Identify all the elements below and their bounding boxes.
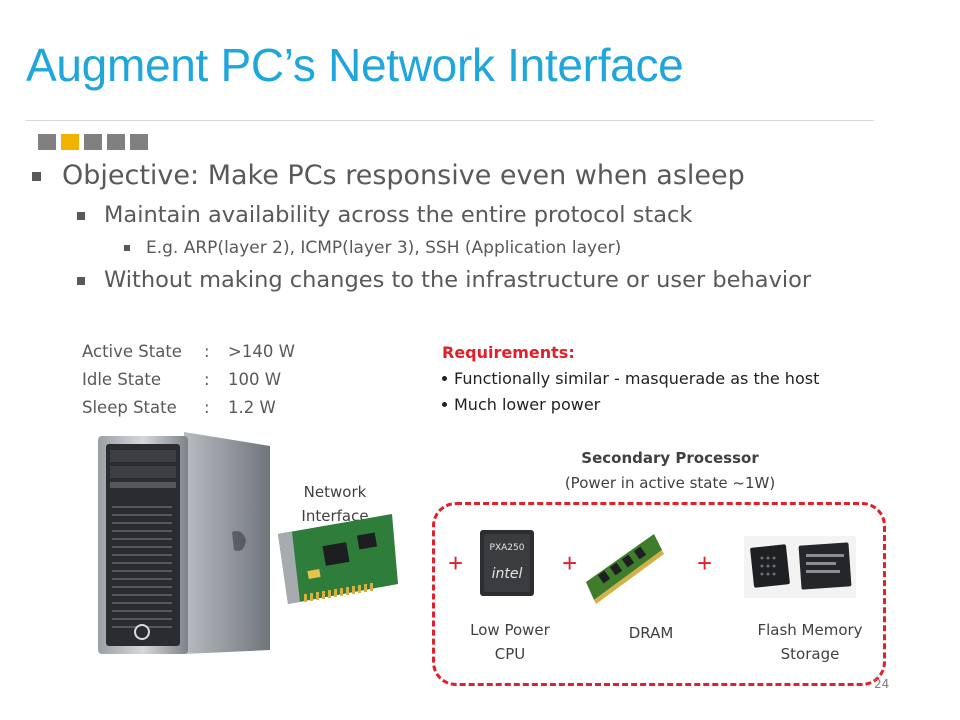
bullet-text: Without making changes to the infrastruc… <box>104 267 812 293</box>
requirement-item: Functionally similar - masquerade as the… <box>442 366 819 392</box>
dram-module-image <box>586 534 664 604</box>
bullet-availability: Maintain availability across the entire … <box>77 202 693 228</box>
bullet-text: Objective: Make PCs responsive even when… <box>62 160 745 191</box>
square-3 <box>84 134 102 150</box>
plus-icon: + <box>697 548 713 578</box>
bullet-text: Maintain availability across the entire … <box>104 202 693 228</box>
state-name: Idle State <box>82 370 161 389</box>
dram-label: DRAM <box>606 621 696 645</box>
secondary-processor-title: Secondary Processor <box>581 449 759 467</box>
label-line: CPU <box>494 645 526 663</box>
pc-tower-image <box>98 432 270 654</box>
square-bullet-icon <box>77 277 85 285</box>
square-bullet-icon <box>124 245 130 251</box>
bullet-no-changes: Without making changes to the infrastruc… <box>77 267 812 293</box>
bullet-example: E.g. ARP(layer 2), ICMP(layer 3), SSH (A… <box>124 238 622 258</box>
plus-icon: + <box>562 548 578 578</box>
state-value: 100 W <box>228 370 282 389</box>
state-sep: : <box>204 370 210 389</box>
requirement-item: Much lower power <box>442 392 819 418</box>
square-2-accent <box>61 134 79 150</box>
state-sep: : <box>204 342 210 361</box>
cpu-chip-image: PXA250 intel <box>480 530 534 596</box>
label-line: Flash Memory <box>757 621 863 639</box>
plus-icon: + <box>448 548 464 578</box>
state-value: >140 W <box>228 342 295 361</box>
low-power-cpu-label: Low Power CPU <box>458 618 562 666</box>
network-interface-label: Network Interface <box>292 480 378 528</box>
requirements: Requirements: Functionally similar - mas… <box>442 340 819 418</box>
page-number: 24 <box>874 677 890 691</box>
slide-title: Augment PC’s Network Interface <box>26 39 684 91</box>
square-5 <box>130 134 148 150</box>
bullet-objective: Objective: Make PCs responsive even when… <box>32 160 745 191</box>
power-state-active: Active State: >140 W <box>82 338 295 366</box>
secondary-processor-box <box>432 502 886 686</box>
square-1 <box>38 134 56 150</box>
power-state-sleep: Sleep State:1.2 W <box>82 394 295 422</box>
label-line: DRAM <box>628 624 674 642</box>
requirements-heading: Requirements: <box>442 343 575 362</box>
power-state-idle: Idle State:100 W <box>82 366 295 394</box>
state-value: 1.2 W <box>228 398 276 417</box>
state-sep: : <box>204 398 210 417</box>
state-name: Active State <box>82 342 182 361</box>
square-4 <box>107 134 125 150</box>
square-bullet-icon <box>32 172 41 181</box>
flash-memory-image <box>744 536 856 598</box>
title-divider <box>26 120 874 121</box>
flash-storage-label: Flash Memory Storage <box>740 618 880 666</box>
square-bullet-icon <box>77 212 85 220</box>
label-line: Interface <box>301 507 369 525</box>
label-line: Network <box>303 483 367 501</box>
label-line: Low Power <box>470 621 550 639</box>
power-states: Active State: >140 W Idle State:100 W Sle… <box>82 338 295 422</box>
secondary-processor-subtitle: (Power in active state ~1W) <box>564 474 776 492</box>
state-name: Sleep State <box>82 398 177 417</box>
intel-logo-text: intel <box>492 566 523 582</box>
network-card-image <box>278 514 398 604</box>
bullet-text: E.g. ARP(layer 2), ICMP(layer 3), SSH (A… <box>146 238 622 258</box>
decorative-squares <box>38 134 148 150</box>
cpu-chip-text: PXA250 <box>490 543 525 553</box>
label-line: Storage <box>780 645 840 663</box>
